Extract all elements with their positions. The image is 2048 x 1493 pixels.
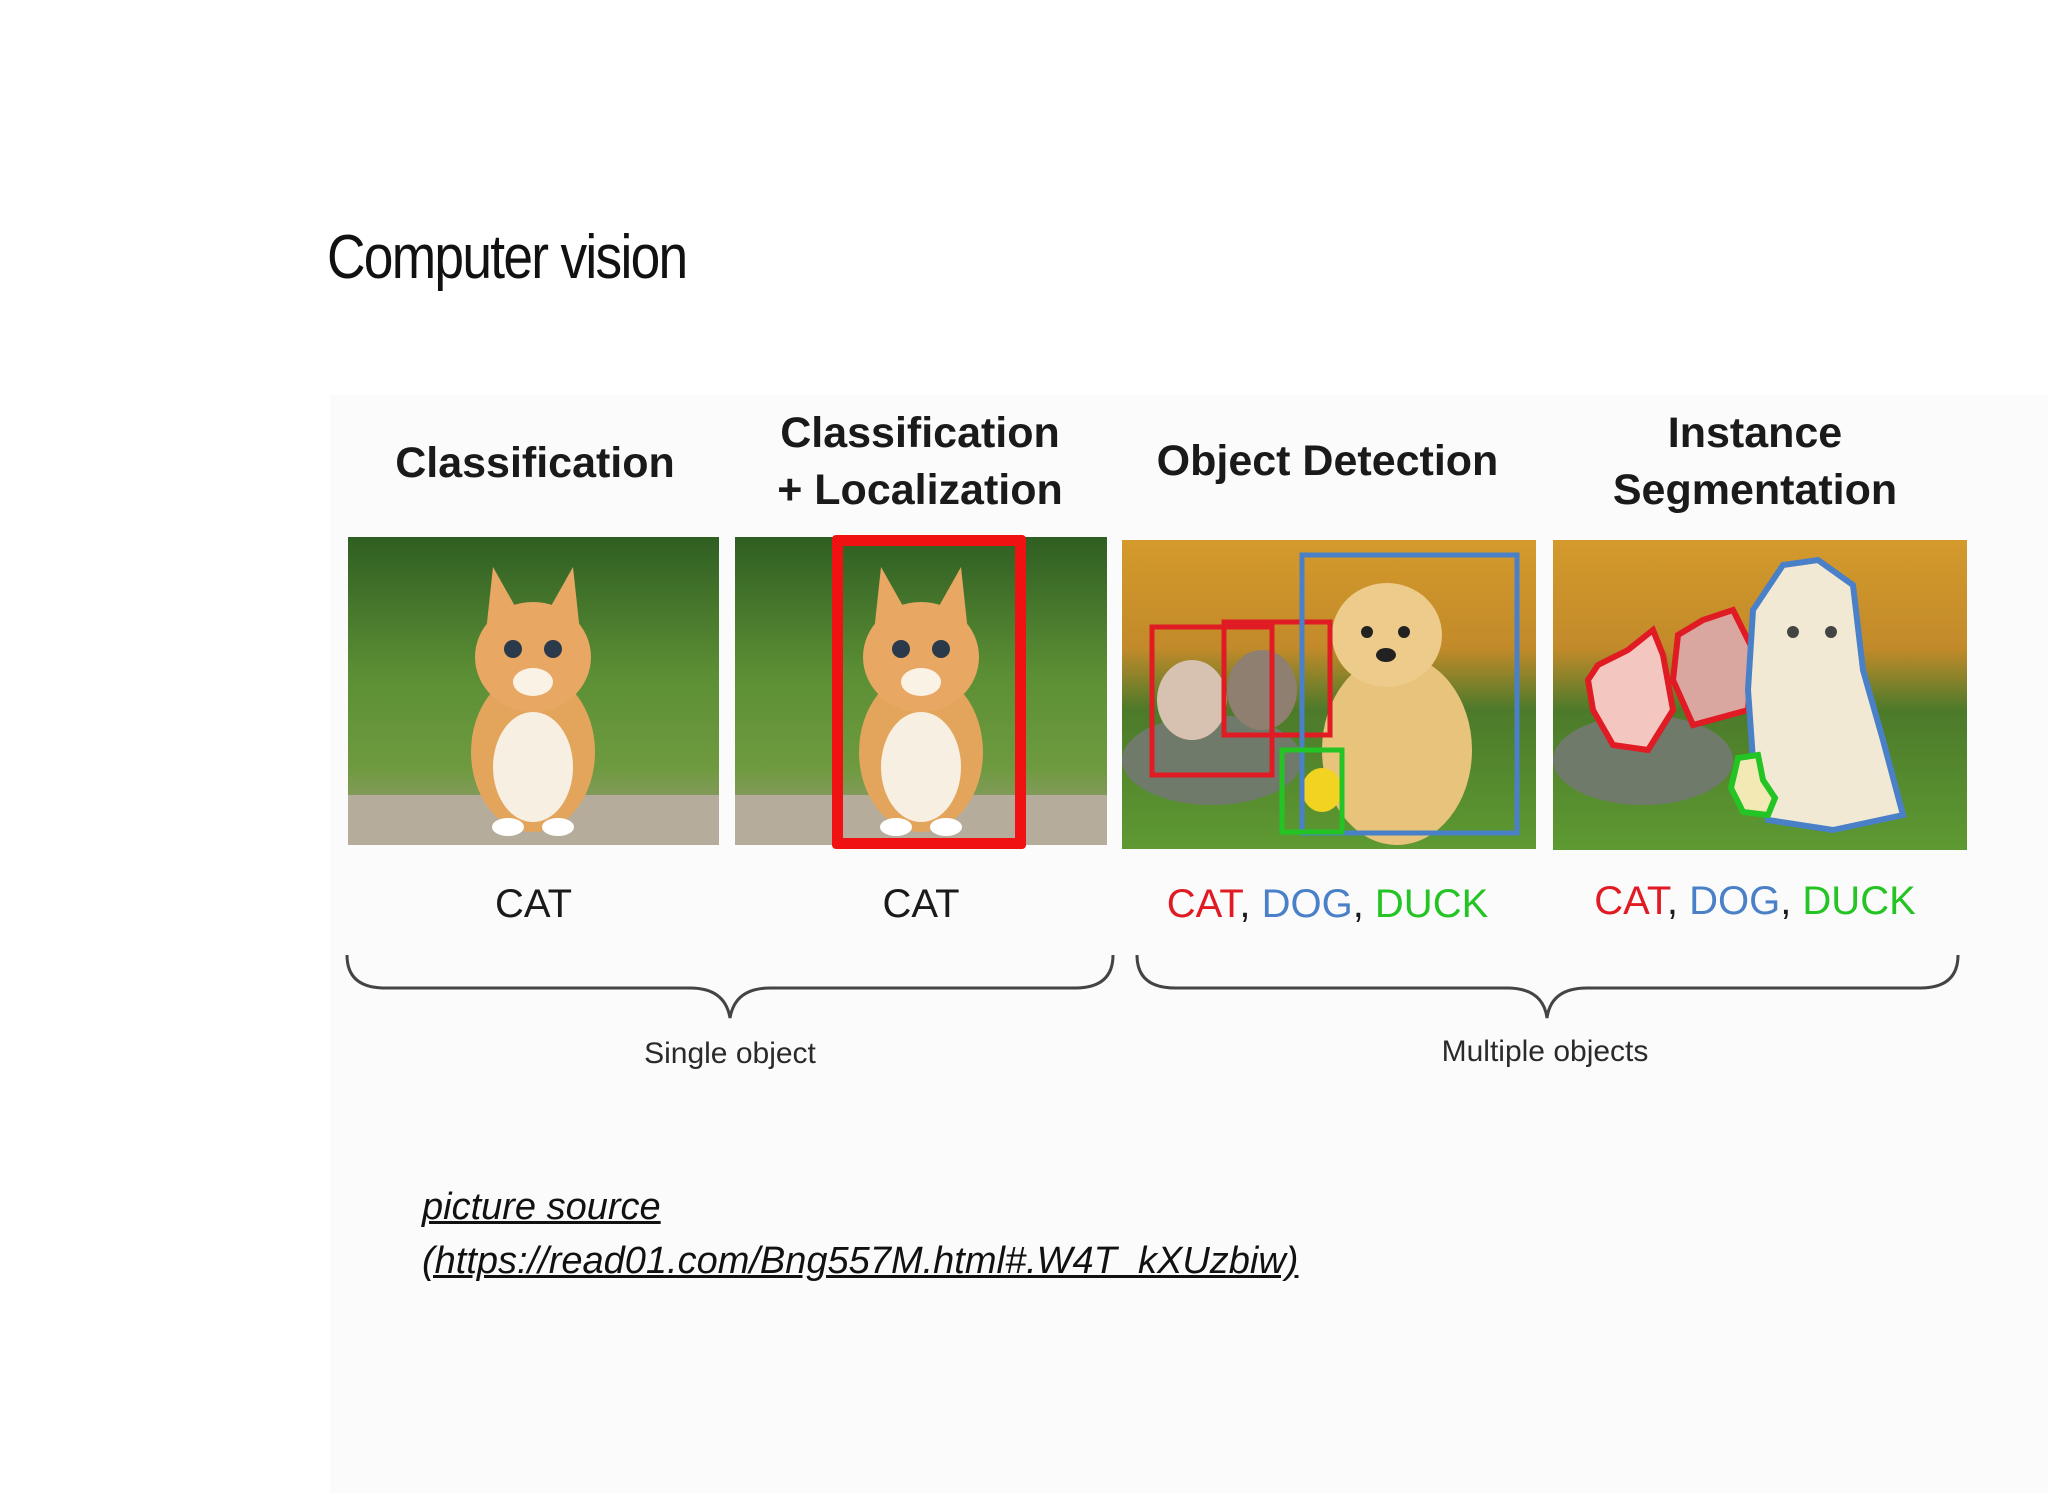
heading-instance-segmentation: Instance Segmentation bbox=[1612, 409, 1898, 514]
group-label-single-object: Single object bbox=[644, 1037, 816, 1070]
label-dog: DOG bbox=[1689, 879, 1781, 923]
image-classification-cat bbox=[348, 537, 719, 845]
label-separator: , bbox=[1780, 879, 1803, 923]
brace-multiple-objects bbox=[1135, 954, 1960, 1019]
image-localization-cat bbox=[735, 537, 1107, 845]
label-separator: , bbox=[1239, 882, 1262, 926]
label-duck: DUCK bbox=[1374, 882, 1489, 926]
label-cat: CAT bbox=[1594, 879, 1667, 923]
slide-title: Computer vision bbox=[327, 223, 688, 292]
source-link-label[interactable]: picture source bbox=[422, 1186, 661, 1228]
image-object-detection bbox=[1122, 540, 1536, 849]
label-separator: , bbox=[1666, 879, 1690, 923]
caption-classification: CAT bbox=[494, 882, 573, 926]
brace-single-object bbox=[345, 954, 1115, 1019]
bounding-box-cat bbox=[832, 535, 1026, 849]
image-instance-segmentation bbox=[1553, 540, 1967, 850]
label-dog: DOG bbox=[1261, 882, 1353, 926]
label-cat: CAT bbox=[1166, 882, 1240, 926]
caption-object-detection: CAT, DOG, DUCK bbox=[1115, 882, 1540, 927]
heading-object-detection: Object Detection bbox=[1156, 437, 1499, 485]
heading-classification: Classification bbox=[395, 439, 675, 487]
group-label-multiple-objects: Multiple objects bbox=[1441, 1035, 1649, 1068]
caption-localization: CAT bbox=[882, 882, 960, 926]
label-duck: DUCK bbox=[1802, 879, 1916, 923]
label-separator: , bbox=[1352, 882, 1375, 926]
picture-source: picture source (https://read01.com/Bng55… bbox=[422, 1180, 1298, 1288]
source-link-url[interactable]: (https://read01.com/Bng557M.html#.W4T_kX… bbox=[422, 1240, 1299, 1282]
heading-localization: Classification + Localization bbox=[777, 409, 1063, 514]
caption-instance-segmentation: CAT, DOG, DUCK bbox=[1550, 879, 1960, 924]
